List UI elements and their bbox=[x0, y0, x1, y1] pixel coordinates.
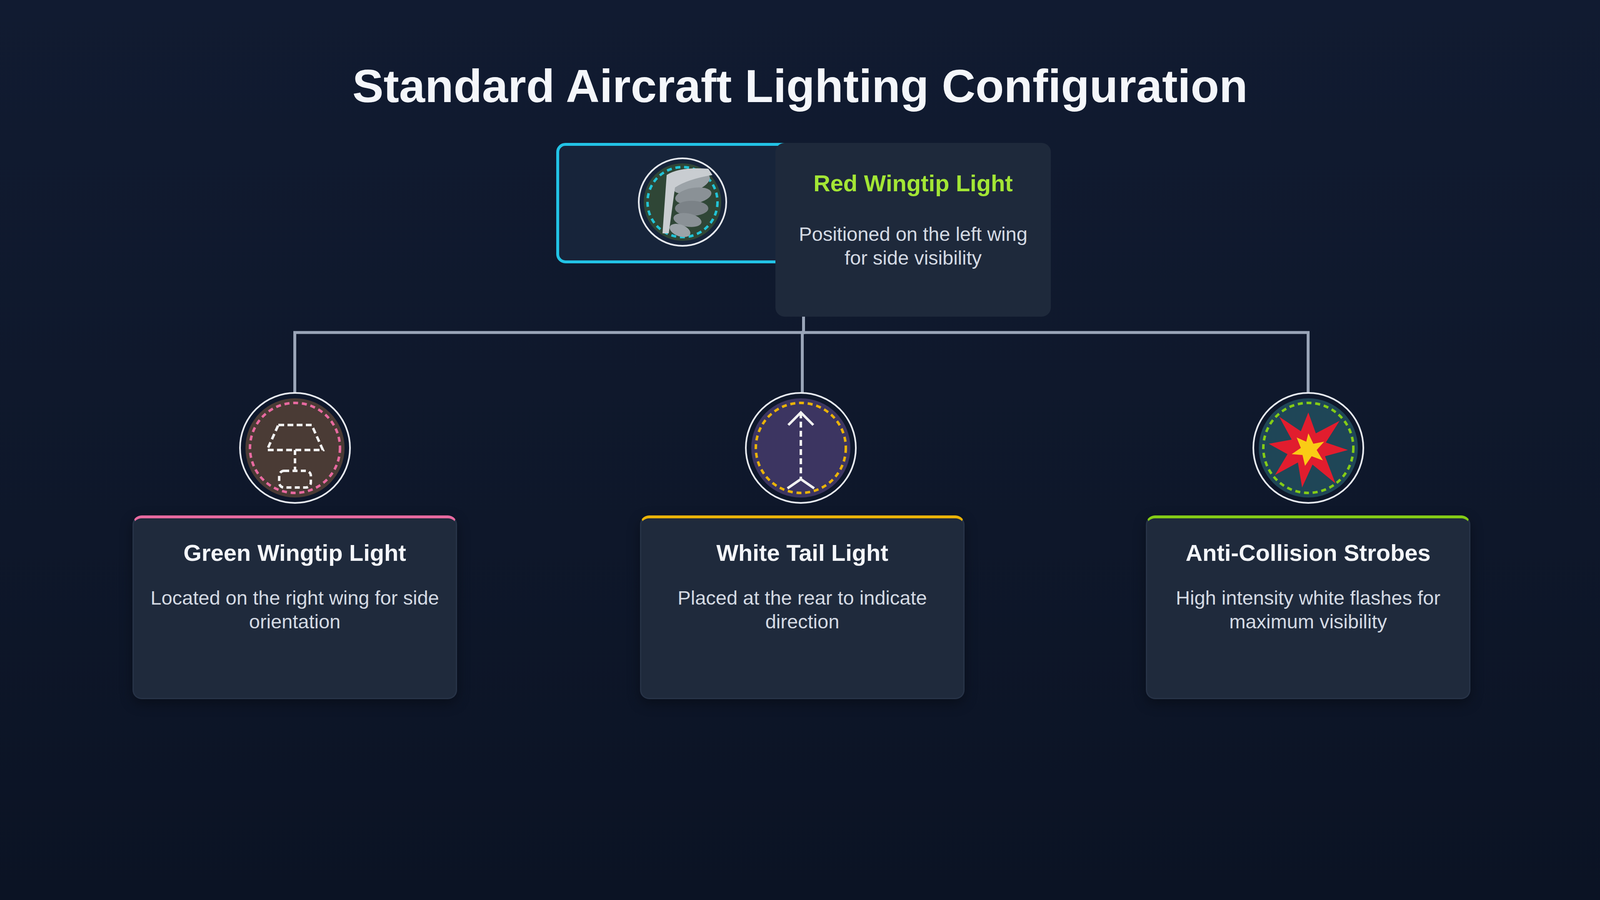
light-card: White Tail LightPlaced at the rear to in… bbox=[640, 392, 965, 700]
card-panel: Anti-Collision StrobesHigh intensity whi… bbox=[1145, 515, 1471, 700]
node-heading: Green Wingtip Light bbox=[142, 538, 447, 568]
diagram-title: Standard Aircraft Lighting Configuration bbox=[0, 58, 1600, 115]
lamp-icon bbox=[240, 392, 350, 503]
node-description: Located on the right wing for side orien… bbox=[142, 585, 447, 634]
light-card: Green Wingtip LightLocated on the right … bbox=[132, 392, 458, 700]
card-panel: White Tail LightPlaced at the rear to in… bbox=[640, 515, 965, 700]
node-heading: Anti-Collision Strobes bbox=[1156, 538, 1460, 568]
text-panel: Red Wingtip LightPositioned on the left … bbox=[775, 142, 1051, 317]
tree-connector bbox=[803, 316, 1309, 393]
arrow-icon bbox=[745, 392, 856, 503]
card-panel: Green Wingtip LightLocated on the right … bbox=[132, 515, 458, 700]
node-description: High intensity white flashes for maximum… bbox=[1156, 585, 1460, 634]
root-light-box: Red Wingtip LightPositioned on the left … bbox=[556, 142, 1051, 317]
light-card: Anti-Collision StrobesHigh intensity whi… bbox=[1145, 392, 1471, 700]
tree-connector bbox=[295, 316, 804, 393]
node-description: Placed at the rear to indicate direction bbox=[650, 585, 955, 634]
strobe-icon bbox=[1253, 392, 1364, 503]
node-description: Positioned on the left wing for side vis… bbox=[787, 222, 1039, 270]
node-heading: Red Wingtip Light bbox=[787, 168, 1039, 198]
node-heading: White Tail Light bbox=[650, 538, 955, 568]
